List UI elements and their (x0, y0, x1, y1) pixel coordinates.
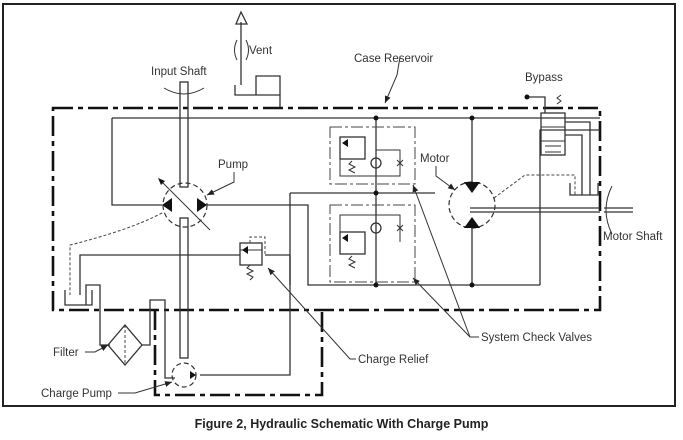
relief-valve-icon (239, 236, 266, 281)
variable-pump-icon (69, 178, 211, 295)
charge-lines (79, 254, 291, 376)
system-lines (111, 117, 633, 286)
figure-frame (2, 3, 676, 407)
fixed-pump-icon (171, 362, 197, 388)
motor-shaft-icon (605, 185, 613, 235)
check-valve-icon (329, 115, 416, 288)
vent-icon (234, 10, 281, 107)
charge-pump-label: Charge Pump (41, 388, 112, 400)
bypass-valve-icon (524, 94, 599, 196)
charge-relief-label: Charge Relief (358, 354, 429, 366)
input-shaft-icon (163, 81, 205, 359)
filter-icon (99, 299, 175, 379)
system-check-valves-label: System Check Valves (481, 332, 592, 344)
fixed-motor-icon (448, 115, 576, 288)
case-reservoir-label: Case Reservoir (354, 53, 433, 65)
vent-label: Vent (249, 45, 273, 57)
case-reservoir-boundary (51, 106, 602, 397)
motor-label: Motor (420, 153, 450, 165)
pump-label: Pump (218, 159, 248, 171)
motor-shaft-label: Motor Shaft (603, 231, 663, 243)
figure-caption: Figure 2, Hydraulic Schematic With Charg… (194, 417, 489, 431)
bypass-label: Bypass (525, 72, 563, 84)
filter-label: Filter (53, 347, 79, 359)
case-drain-icon (64, 284, 101, 310)
leader-lines (85, 56, 479, 394)
input-shaft-label: Input Shaft (151, 66, 207, 78)
